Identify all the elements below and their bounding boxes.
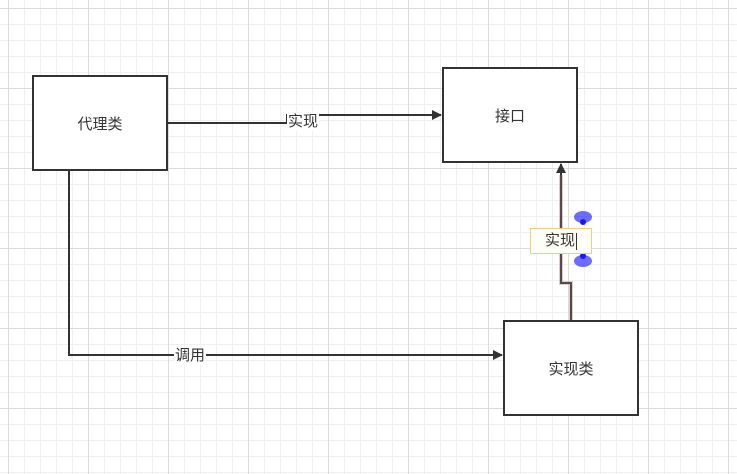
edge-handle-top[interactable] [574,211,592,225]
node-label: 实现类 [548,360,594,378]
node-impl-class[interactable]: 实现类 [503,320,639,416]
text-cursor [576,232,578,250]
edge-label-proxy-to-impl[interactable]: 调用 [174,347,207,365]
edge-label-proxy-to-interface[interactable]: 实现 [287,113,320,131]
edge-label-text: 实现 [288,113,319,130]
node-interface[interactable]: 接口 [442,67,578,163]
edge-label-text: 调用 [175,347,206,364]
edge-handle-bottom[interactable] [574,253,592,267]
node-proxy-class[interactable]: 代理类 [32,75,168,171]
node-label: 接口 [494,107,525,125]
edge-label-text: 实现 [545,232,576,249]
node-label: 代理类 [77,115,123,133]
edge-label-impl-to-interface-editing[interactable]: 实现 [530,228,593,254]
edge-impl-to-interface[interactable] [556,163,572,321]
edge-proxy-to-impl[interactable] [68,170,503,360]
